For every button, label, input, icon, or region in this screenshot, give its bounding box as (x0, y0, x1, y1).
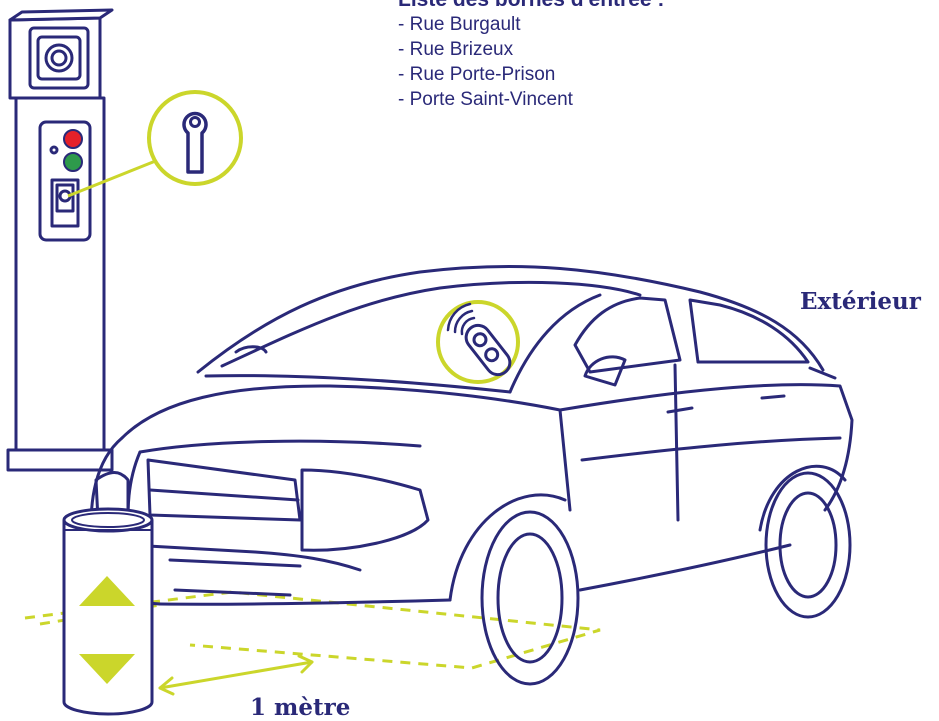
entry-list-title: Liste des bornes d'entrée : (398, 0, 664, 12)
retractable-bollard (64, 509, 152, 714)
green-light (64, 153, 82, 171)
key-slot-icon (149, 92, 241, 184)
entry-item-burgault: - Rue Burgault (398, 12, 664, 37)
entry-list: Liste des bornes d'entrée : - Rue Burgau… (398, 0, 664, 112)
entry-item-porte-prison: - Rue Porte-Prison (398, 62, 664, 87)
entry-terminal (8, 10, 112, 470)
entry-item-brizeux: - Rue Brizeux (398, 37, 664, 62)
remote-control-icon (438, 302, 518, 382)
entry-item-saint-vincent: - Porte Saint-Vincent (398, 87, 664, 112)
distance-label: 1 mètre (250, 694, 350, 721)
red-light (64, 130, 82, 148)
distance-arrow (160, 656, 312, 694)
exterior-label: Extérieur (800, 288, 921, 315)
